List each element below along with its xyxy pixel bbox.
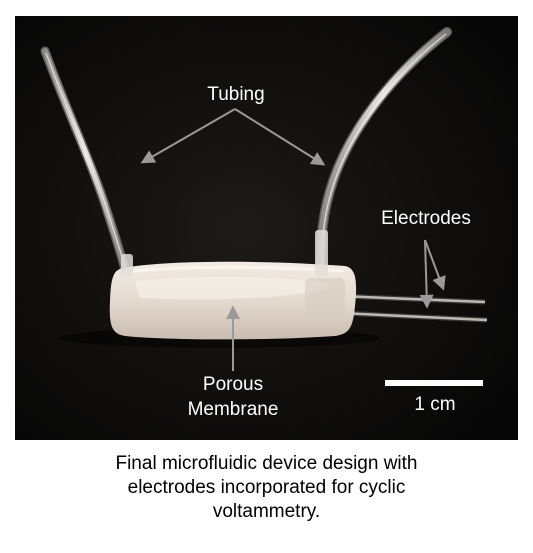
- photo-background: [15, 16, 518, 440]
- electrodes: [339, 293, 488, 323]
- tubing-label: Tubing: [207, 84, 264, 105]
- microfluidic-device: [60, 230, 380, 348]
- scale-bar: [385, 380, 483, 386]
- porous-label: Porous: [203, 374, 263, 395]
- annotation-arrows: [140, 108, 446, 371]
- caption-line-1: Final microfluidic device design with: [115, 453, 418, 474]
- figure-caption: Final microfluidic device design with el…: [40, 452, 493, 524]
- caption-line-2: electrodes incorporated for cyclic: [127, 477, 406, 498]
- scale-label: 1 cm: [414, 394, 455, 415]
- caption-line-3: voltammetry.: [212, 501, 321, 522]
- electrodes-label: Electrodes: [381, 208, 471, 229]
- device-photo: Tubing Electrodes Porous Membrane 1 cm: [15, 16, 518, 440]
- membrane-label: Membrane: [188, 399, 279, 420]
